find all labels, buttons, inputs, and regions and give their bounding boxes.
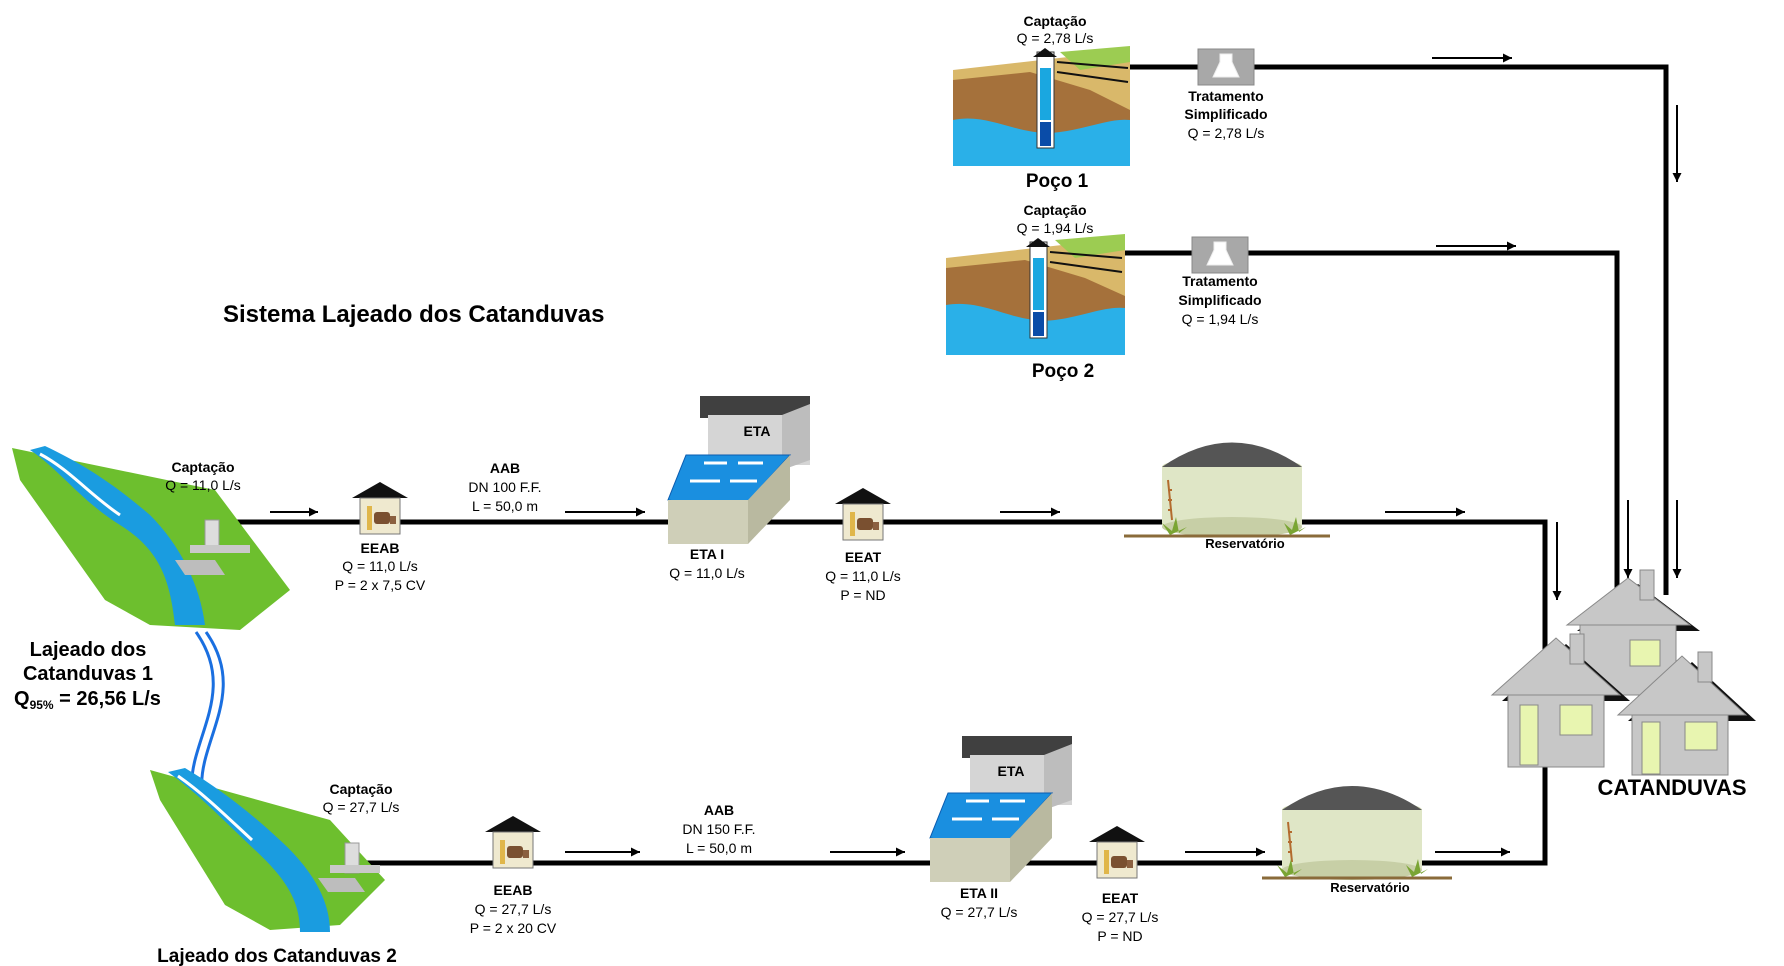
pipe-main1 xyxy=(216,519,1548,650)
well-1-name: Poço 1 xyxy=(1026,171,1089,192)
well-2: Captação Q = 1,94 L/s Poço 2 Tratamento … xyxy=(946,202,1262,382)
source-1-eeab-label: EEAB xyxy=(361,540,400,556)
pipe-well2 xyxy=(1120,250,1620,595)
source-1-captacao-flow: Q = 11,0 L/s xyxy=(165,477,241,493)
destination-label: CATANDUVAS xyxy=(1597,775,1746,800)
well-2-captacao-label: Captação xyxy=(1023,202,1086,218)
source-1-reservoir-label: Reservatório xyxy=(1205,536,1285,551)
source-1-eeat-label: EEAT xyxy=(845,549,882,565)
source-2-eeab-flow: Q = 27,7 L/s xyxy=(475,901,552,917)
source-2-captacao-label: Captação xyxy=(329,781,392,797)
source-2-eta-label: ETA II xyxy=(960,885,998,901)
well-2-illustration xyxy=(946,234,1125,355)
well-2-treatment-line1: Tratamento xyxy=(1182,273,1257,289)
source-2-eeab-power: P = 2 x 20 CV xyxy=(470,920,557,936)
well-2-name: Poço 2 xyxy=(1032,361,1094,382)
well-1-treatment-line1: Tratamento xyxy=(1188,88,1263,104)
source-1-eeab-power: P = 2 x 7,5 CV xyxy=(335,577,426,593)
well-1: Captação Q = 2,78 L/s Poço 1 Tratamento … xyxy=(953,13,1268,192)
well-2-treatment-line2: Simplificado xyxy=(1178,292,1261,308)
source-2-eeat-flow: Q = 27,7 L/s xyxy=(1082,909,1159,925)
source-2-aab-label: AAB xyxy=(704,802,734,818)
source-1-name-line1: Lajeado dos xyxy=(30,639,147,661)
source-1-eta-illustration xyxy=(667,396,810,544)
well-1-captacao-label: Captação xyxy=(1023,13,1086,29)
source-1-name-line2: Catanduvas 1 xyxy=(23,663,153,685)
well-1-treatment-line2: Simplificado xyxy=(1184,106,1267,122)
source-2-aab-length: L = 50,0 m xyxy=(686,840,752,856)
source-2-name: Lajeado dos Catanduvas 2 xyxy=(157,946,397,966)
well-1-treatment-flow: Q = 2,78 L/s xyxy=(1188,125,1265,141)
source-2-eeab-icon xyxy=(484,815,542,869)
source-1-eeat-power: P = ND xyxy=(840,587,885,603)
source-1-aab-length: L = 50,0 m xyxy=(472,498,538,514)
well-2-treatment-flow: Q = 1,94 L/s xyxy=(1182,311,1259,327)
well-2-captacao-flow: Q = 1,94 L/s xyxy=(1017,220,1094,236)
source-2-eta-sign: ETA xyxy=(998,763,1025,779)
source-2-aab-dn: DN 150 F.F. xyxy=(682,821,755,837)
well-1-treatment-icon xyxy=(1197,48,1255,86)
flow-arrows xyxy=(270,53,1682,857)
source-1-aab-dn: DN 100 F.F. xyxy=(468,479,541,495)
source-1-eeat-flow: Q = 11,0 L/s xyxy=(825,568,901,584)
house-right xyxy=(1616,651,1756,776)
source-2-eeat-icon xyxy=(1088,825,1146,879)
source-1-eeat-icon xyxy=(834,487,892,541)
source-2-eta-illustration xyxy=(929,736,1072,882)
source-2-eeat-label: EEAT xyxy=(1102,890,1139,906)
diagram-title: Sistema Lajeado dos Catanduvas xyxy=(223,301,604,328)
source-1-eta-label: ETA I xyxy=(690,546,724,562)
well-2-treatment-icon xyxy=(1191,236,1249,274)
source-1-eta-sign: ETA xyxy=(744,423,771,439)
source-2-eeab-label: EEAB xyxy=(494,882,533,898)
river-1-illustration xyxy=(12,446,290,630)
source-1-captacao-label: Captação xyxy=(171,459,234,475)
houses-illustration xyxy=(1490,569,1756,776)
source-2-reservoir-label: Reservatório xyxy=(1330,880,1410,895)
source-2-eta-flow: Q = 27,7 L/s xyxy=(941,904,1018,920)
source-1-reservoir-illustration xyxy=(1124,442,1330,538)
source-1-eeab-icon xyxy=(351,481,409,535)
source-1-aab-label: AAB xyxy=(490,460,520,476)
pipes xyxy=(216,64,1669,866)
source-1-q95: Q95% = 26,56 L/s xyxy=(14,688,161,712)
pipe-well1 xyxy=(1120,64,1669,595)
source-2-eeat-power: P = ND xyxy=(1097,928,1142,944)
source-2-captacao-flow: Q = 27,7 L/s xyxy=(323,799,400,815)
well-1-illustration xyxy=(953,46,1130,166)
well-1-captacao-flow: Q = 2,78 L/s xyxy=(1017,30,1094,46)
source-2-reservoir-illustration xyxy=(1262,786,1452,880)
house-left xyxy=(1490,633,1630,768)
source-1-eta-flow: Q = 11,0 L/s xyxy=(669,565,745,581)
source-1-eeab-flow: Q = 11,0 L/s xyxy=(342,558,418,574)
river-2-illustration xyxy=(150,768,385,932)
